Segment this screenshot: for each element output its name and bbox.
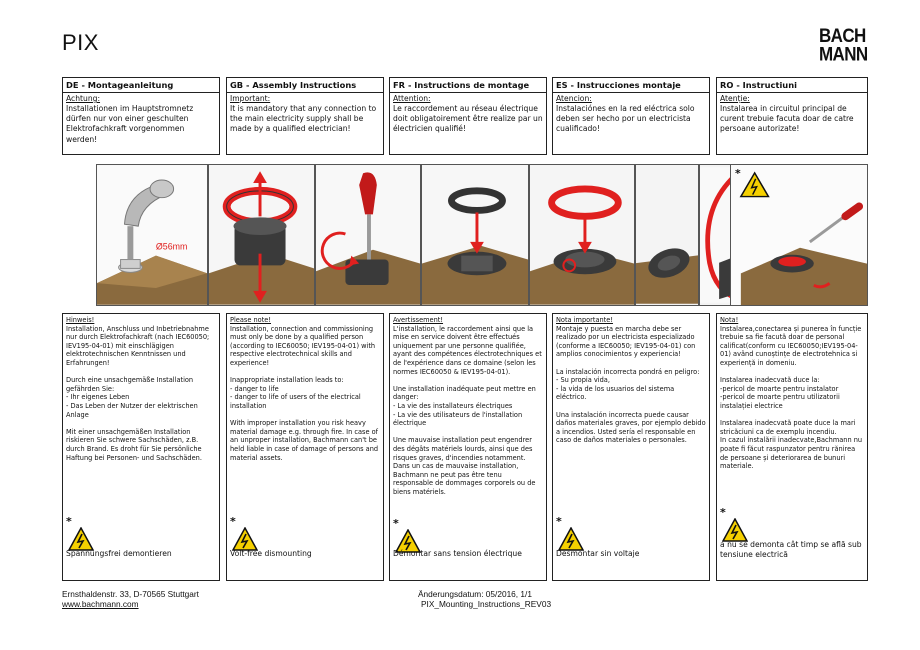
footer-address: Ernsthaldenstr. 33, D-70565 Stuttgart — [62, 589, 199, 599]
warning-block: * — [556, 515, 585, 555]
drill-illustration: Ø56mm — [97, 165, 207, 305]
bachmann-logo: BACH MANN — [819, 24, 871, 68]
warning-star: * — [393, 517, 399, 530]
note-label: Avertissement! — [393, 316, 444, 324]
note-box-es: Nota importante! Montaje y puesta en mar… — [552, 313, 710, 581]
step-drill-image: Ø56mm — [96, 164, 208, 306]
footer-address-block: Ernsthaldenstr. 33, D-70565 Stuttgart ww… — [62, 589, 199, 609]
note-text: Installation, Anschluss und Inbetriebnah… — [66, 324, 210, 462]
lang-text: It is mandatory that any connection to t… — [230, 104, 377, 134]
lang-label: Achtung: — [66, 94, 101, 103]
note-label: Please note! — [230, 316, 271, 324]
step-remove-ring-image — [208, 164, 315, 306]
lang-text: Le raccordement au réseau électrique doi… — [393, 104, 543, 134]
note-label: Hinweis! — [66, 316, 95, 324]
revision-date: Änderungsdatum: 05/2016, 1/1 — [418, 589, 532, 599]
ring-insert-illustration — [530, 165, 634, 305]
ring-removal-illustration — [209, 165, 314, 305]
note-label: Nota importante! — [556, 316, 613, 324]
step-insert-base-image — [421, 164, 529, 306]
lang-title: RO - Instructiuni — [717, 79, 867, 93]
warning-dismount-image: * — [730, 164, 868, 306]
note-box-de: Hinweis! Installation, Anschluss und Inb… — [62, 313, 220, 581]
warning-star: * — [735, 167, 741, 180]
note-box-gb: Please note! Installation, connection an… — [226, 313, 384, 581]
warning-caption: Volt-free dismounting — [230, 549, 312, 558]
high-voltage-warning-icon — [67, 526, 95, 551]
document-title: PIX — [62, 30, 99, 55]
high-voltage-warning-icon — [231, 526, 259, 551]
assembly-image-strip: Ø56mm — [96, 164, 868, 306]
warning-star: * — [66, 515, 72, 528]
website-link[interactable]: www.bachmann.com — [62, 599, 139, 610]
lang-label: Atenție: — [720, 94, 750, 103]
warning-caption: Desmontar sin voltaje — [556, 549, 640, 558]
warning-dismount-illustration: * — [731, 165, 867, 305]
cover-illustration — [636, 166, 698, 304]
lang-title: GB - Assembly Instructions — [227, 79, 383, 93]
screwdriver-illustration — [316, 165, 420, 305]
lang-box-es: ES - Instrucciones montaje Atencion: Ins… — [552, 77, 710, 155]
logo-line-2: MANN — [819, 43, 868, 65]
document-name: PIX_Mounting_Instructions_REV03 — [421, 599, 552, 610]
note-text: Instalarea,conectarea și punerea în func… — [720, 324, 863, 471]
high-voltage-warning-icon — [557, 526, 585, 551]
step-cover-image — [635, 164, 699, 306]
lang-text: Installationen im Hauptstromnetz dürfen … — [66, 104, 194, 144]
lang-box-fr: FR - Instructions de montage Attention: … — [389, 77, 547, 155]
warning-star: * — [230, 515, 236, 528]
warning-caption: Spannungsfrei demontieren — [66, 549, 172, 558]
high-voltage-warning-icon — [721, 517, 749, 542]
lang-text: Instalarea in circuitul principal de cur… — [720, 104, 854, 134]
note-box-ro: Nota! Instalarea,conectarea și punerea î… — [716, 313, 868, 581]
lang-box-gb: GB - Assembly Instructions Important: It… — [226, 77, 384, 155]
warning-star: * — [556, 515, 562, 528]
warning-star: * — [720, 506, 726, 519]
step-screwdriver-image — [315, 164, 421, 306]
note-label: Nota! — [720, 316, 739, 324]
note-box-fr: Avertissement! L'installation, le raccor… — [389, 313, 547, 581]
lang-title: FR - Instructions de montage — [390, 79, 546, 93]
lang-label: Attention: — [393, 94, 431, 103]
safety-notes-row: Hinweis! Installation, Anschluss und Inb… — [62, 313, 868, 581]
lang-box-ro: RO - Instructiuni Atenție: Instalarea in… — [716, 77, 868, 155]
lang-text: Instalaciónes en la red eléctrica solo d… — [556, 104, 695, 134]
logo-line-1: BACH — [819, 24, 866, 47]
drill-size-label: Ø56mm — [156, 242, 187, 252]
warning-block: * — [230, 515, 259, 555]
warning-block: * — [393, 517, 422, 557]
warning-caption: Démontar sans tension électrique — [393, 549, 522, 558]
lang-label: Important: — [230, 94, 271, 103]
warning-block: * — [66, 515, 95, 555]
note-text: L'installation, le raccordement ainsi qu… — [393, 324, 542, 496]
note-text: Montaje y puesta en marcha debe ser real… — [556, 324, 706, 445]
high-voltage-warning-icon — [394, 528, 422, 553]
footer-meta-block: Änderungsdatum: 05/2016, 1/1 PIX_Mountin… — [418, 589, 551, 609]
lang-title: ES - Instrucciones montaje — [553, 79, 709, 93]
step-insert-ring-image — [529, 164, 635, 306]
warning-block: * — [720, 506, 749, 546]
lang-title: DE - Montageanleitung — [63, 79, 219, 93]
warning-caption: a nu se demonta cât timp se află sub ten… — [720, 540, 862, 559]
lang-label: Atencion: — [556, 94, 592, 103]
note-text: Installation, connection and commissioni… — [230, 324, 379, 462]
language-warnings-row: DE - Montageanleitung Achtung: Installat… — [62, 77, 868, 157]
lang-box-de: DE - Montageanleitung Achtung: Installat… — [62, 77, 220, 155]
base-insert-illustration — [422, 165, 528, 305]
